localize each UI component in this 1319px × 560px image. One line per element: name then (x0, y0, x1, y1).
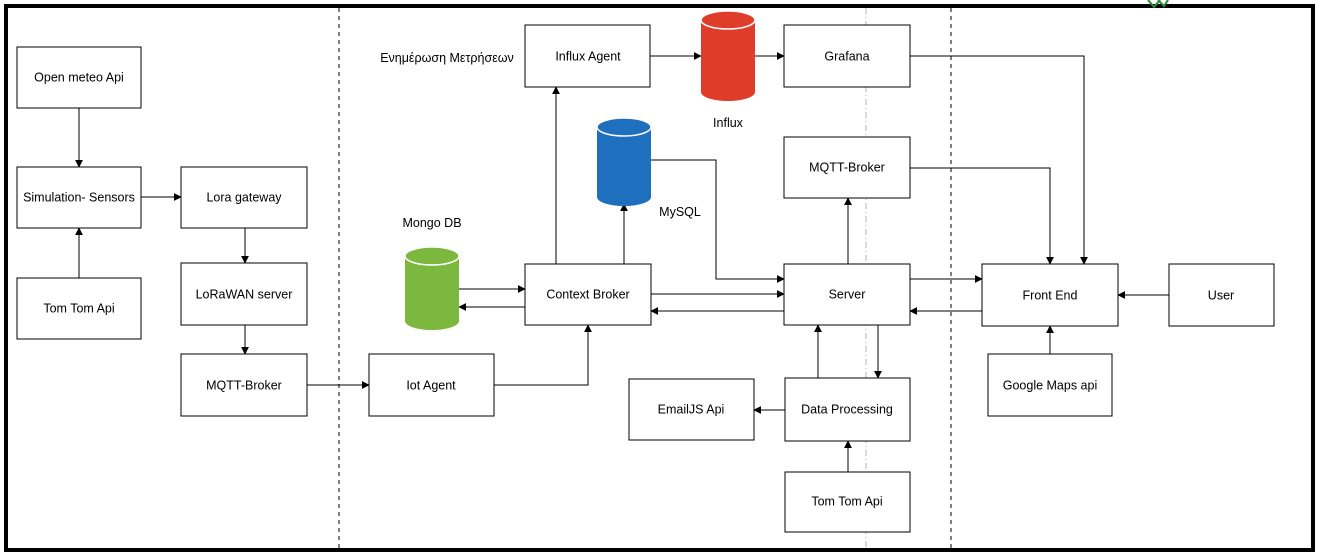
measurement-update-label: Ενημέρωση Μετρήσεων (380, 51, 514, 65)
mysql-label: MySQL (659, 205, 701, 219)
google-maps-api-box: Google Maps api (987, 353, 1113, 417)
iot-agent-label: Iot Agent (406, 378, 456, 392)
tomtom-api-left-label: Tom Tom Api (43, 301, 114, 315)
iot-agent-box: Iot Agent (368, 353, 495, 417)
data-processing-label: Data Processing (801, 402, 893, 416)
conn-mqtt-frontend (910, 167, 1054, 265)
context-broker-label: Context Broker (546, 287, 629, 301)
tomtom-api-bottom-box: Tom Tom Api (784, 471, 911, 533)
tomtom-api-left-box: Tom Tom Api (16, 277, 142, 340)
front-end-label: Front End (1023, 288, 1078, 302)
open-meteo-api-box: Open meteo Api (16, 46, 142, 109)
mqtt-broker-left-label: MQTT-Broker (206, 378, 282, 392)
context-broker-box: Context Broker (524, 263, 652, 326)
data-processing-box: Data Processing (784, 377, 911, 442)
mongo-db-label: Mongo DB (402, 216, 461, 230)
server-box: Server (783, 263, 911, 326)
influx-agent-label: Influx Agent (555, 49, 621, 63)
lorawan-server-box: LoRaWAN server (180, 262, 308, 326)
mqtt-broker-right-box: MQTT-Broker (783, 136, 911, 199)
conn-mysql-server (651, 159, 785, 283)
server-label: Server (829, 287, 866, 301)
mongo-database-icon (404, 246, 460, 330)
grafana-box: Grafana (783, 24, 911, 88)
front-end-box: Front End (981, 263, 1119, 327)
simulation-sensors-box: Simulation- Sensors (16, 166, 142, 229)
user-box: User (1168, 263, 1275, 327)
influx-database-icon (700, 10, 756, 101)
tomtom-api-bottom-label: Tom Tom Api (811, 494, 882, 508)
google-maps-api-label: Google Maps api (1003, 378, 1098, 392)
user-label: User (1208, 288, 1234, 302)
simulation-sensors-label: Simulation- Sensors (23, 190, 135, 204)
logo-fragment-icon (1147, 0, 1169, 9)
conn-grafana-frontend (910, 55, 1088, 265)
lorawan-server-label: LoRaWAN server (196, 287, 293, 301)
lora-gateway-label: Lora gateway (206, 190, 282, 204)
mysql-database-icon (596, 117, 652, 206)
emailjs-api-label: EmailJS Api (658, 402, 725, 416)
conn-iotagent-context (494, 324, 592, 386)
grafana-label: Grafana (824, 49, 869, 63)
lora-gateway-box: Lora gateway (180, 166, 308, 229)
influx-label: Influx (713, 116, 744, 130)
connectors (75, 52, 1169, 472)
mqtt-broker-right-label: MQTT-Broker (809, 160, 885, 174)
open-meteo-api-label: Open meteo Api (34, 70, 124, 84)
influx-agent-box: Influx Agent (524, 24, 651, 88)
diagram-frame (4, 4, 1315, 552)
emailjs-api-box: EmailJS Api (628, 378, 755, 441)
mqtt-broker-left-box: MQTT-Broker (180, 353, 308, 417)
